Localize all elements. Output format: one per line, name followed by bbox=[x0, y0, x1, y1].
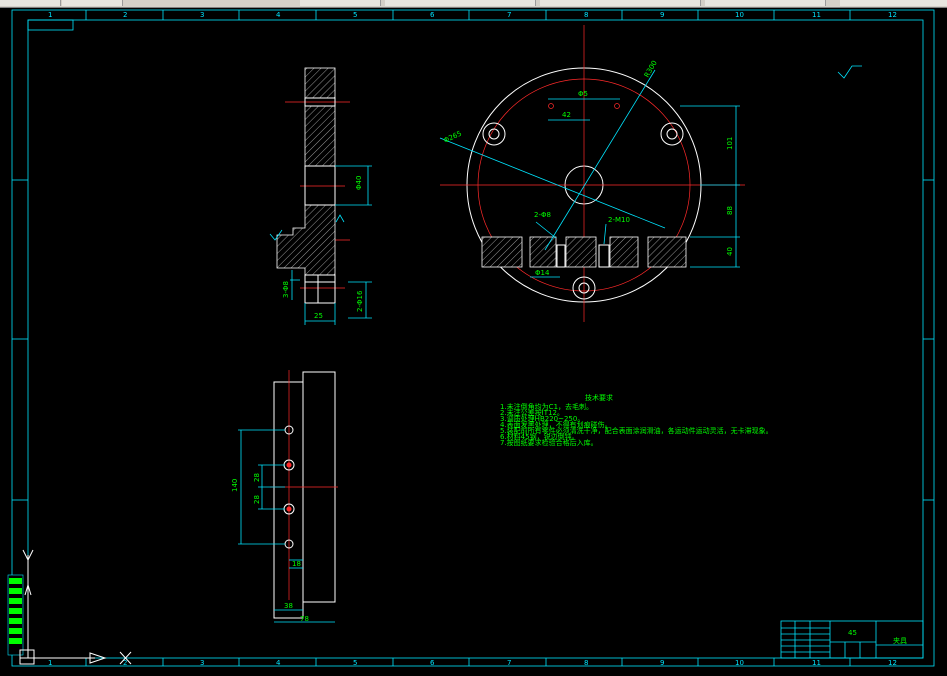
zone-label: 10 bbox=[735, 11, 744, 19]
dim-holes-2m10: 2-M10 bbox=[608, 216, 630, 224]
app-toolbar bbox=[0, 0, 947, 8]
note-line: 7.按图纸要求检验合格后入库。 bbox=[500, 438, 598, 447]
zone-label: 7 bbox=[507, 659, 511, 667]
dim-width-18: 18 bbox=[292, 560, 301, 568]
dim-holes-2d8: 2-Φ8 bbox=[534, 211, 551, 219]
dim-width-38: 38 bbox=[284, 602, 293, 610]
title-material: 45 bbox=[848, 629, 857, 637]
dim-height-88: 88 bbox=[726, 206, 734, 215]
zone-label: 11 bbox=[812, 11, 821, 19]
dim-hole-d5: Φ5 bbox=[578, 90, 588, 98]
drawing-frame bbox=[11, 9, 935, 667]
dim-pitch-28-lower: 28 bbox=[253, 495, 261, 504]
zone-labels-bottom: 1 2 3 4 5 6 7 8 9 10 11 12 bbox=[48, 659, 897, 667]
zone-label: 10 bbox=[735, 659, 744, 667]
zone-label: 5 bbox=[353, 11, 357, 19]
plan-view-disc[interactable]: Φ5 42 Φ265 R300 101 88 40 2-Φ8 2-M10 Φ14 bbox=[439, 25, 862, 322]
technical-notes: 技术要求 1.未注倒角均为C1，去毛刺。 2.未注公差按IT12。 3.调质处理… bbox=[500, 393, 773, 447]
zone-label: 2 bbox=[123, 11, 127, 19]
toolbar-button[interactable] bbox=[62, 0, 123, 6]
dim-width-78: 78 bbox=[300, 615, 309, 623]
dim-radius-300: R300 bbox=[643, 59, 659, 79]
zone-label: 2 bbox=[123, 659, 127, 667]
dim-dia-265: Φ265 bbox=[442, 130, 462, 145]
zone-label: 8 bbox=[584, 659, 588, 667]
zone-label: 7 bbox=[507, 11, 511, 19]
title-drawing-name: 夹具 bbox=[893, 636, 907, 645]
dim-pitch-28-upper: 28 bbox=[253, 473, 261, 482]
toolbar-dropdown[interactable] bbox=[540, 0, 701, 6]
zone-label: 9 bbox=[660, 659, 664, 667]
zone-label: 1 bbox=[48, 659, 52, 667]
zone-labels-top: 1 2 3 4 5 6 7 8 9 10 11 12 bbox=[48, 11, 897, 19]
side-view[interactable]: 140 28 28 18 38 78 bbox=[231, 370, 338, 623]
dim-dia-14: Φ14 bbox=[535, 269, 550, 277]
dim-height-40: 40 bbox=[726, 247, 734, 256]
note-line: 5.装配前所有零件必须清洗干净，配合表面涂润滑油，各运动件运动灵活，无卡滞现象。 bbox=[500, 426, 773, 435]
dim-hole-3d8: 3-Φ8 bbox=[282, 281, 290, 298]
dim-bore-diameter: Φ40 bbox=[355, 176, 363, 190]
note-line: 6.材料45钢，锐边倒钝。 bbox=[500, 432, 579, 441]
dim-length-140: 140 bbox=[231, 479, 239, 492]
toolbar-dropdown[interactable] bbox=[840, 0, 947, 6]
dim-height-101: 101 bbox=[726, 137, 734, 150]
toolbar-button[interactable] bbox=[0, 0, 61, 6]
toolbar-dropdown[interactable] bbox=[385, 0, 536, 6]
zone-label: 3 bbox=[200, 659, 204, 667]
title-block[interactable]: 45 夹具 bbox=[780, 620, 924, 659]
note-line: 4.表面发黑处理，不得有划痕碰伤。 bbox=[500, 420, 612, 429]
cad-drawing-canvas[interactable]: 1 2 3 4 5 6 7 8 9 10 11 12 1 2 3 4 5 6 7… bbox=[0, 7, 947, 676]
section-view[interactable]: Φ40 3-Φ8 2-Φ16 25 bbox=[269, 67, 372, 325]
dim-spacing-42: 42 bbox=[562, 111, 571, 119]
note-line: 2.未注公差按IT12。 bbox=[500, 408, 564, 417]
toolbar-dropdown[interactable] bbox=[705, 0, 826, 6]
note-line: 3.调质处理HB220~250。 bbox=[500, 414, 584, 423]
zone-label: 6 bbox=[430, 11, 435, 19]
zone-label: 4 bbox=[276, 659, 281, 667]
ucs-icon bbox=[19, 549, 132, 665]
zone-label: 6 bbox=[430, 659, 435, 667]
zone-label: 5 bbox=[353, 659, 357, 667]
zone-label: 11 bbox=[812, 659, 821, 667]
left-sidebar-layers[interactable] bbox=[7, 574, 24, 656]
dim-width-25: 25 bbox=[314, 312, 323, 320]
zone-label: 1 bbox=[48, 11, 52, 19]
note-line: 1.未注倒角均为C1，去毛刺。 bbox=[500, 402, 593, 411]
zone-label: 4 bbox=[276, 11, 281, 19]
zone-label: 9 bbox=[660, 11, 664, 19]
notes-title: 技术要求 bbox=[585, 393, 613, 402]
zone-label: 12 bbox=[888, 11, 897, 19]
dim-hole-2d16: 2-Φ16 bbox=[356, 290, 364, 312]
zone-label: 3 bbox=[200, 11, 204, 19]
toolbar-button[interactable] bbox=[300, 0, 381, 6]
zone-label: 12 bbox=[888, 659, 897, 667]
zone-label: 8 bbox=[584, 11, 588, 19]
